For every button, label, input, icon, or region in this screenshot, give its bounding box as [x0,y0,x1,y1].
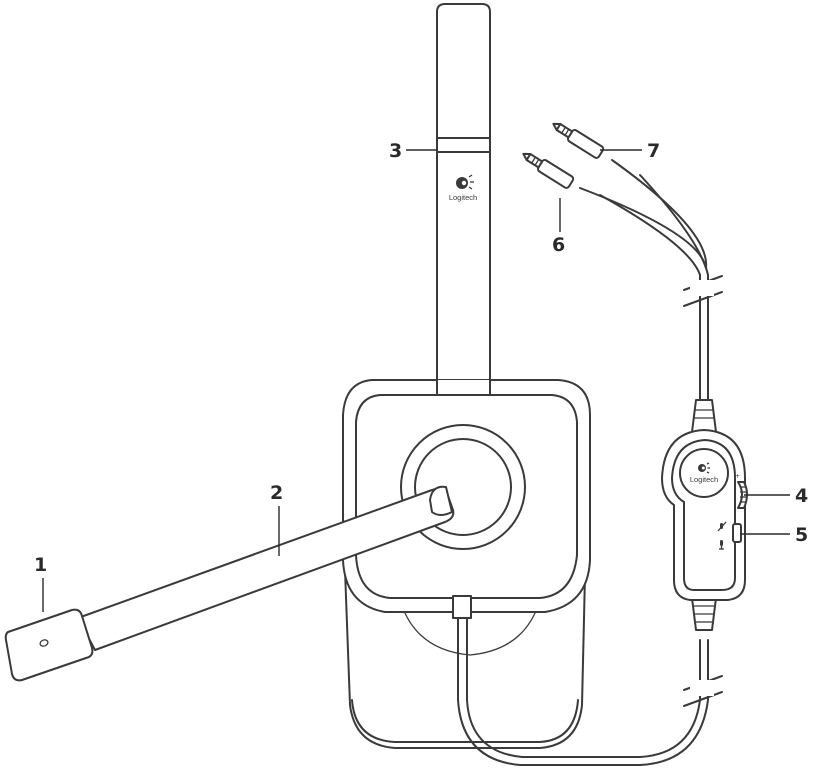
audio-plug-icon [520,118,604,189]
headband-slider[interactable] [437,138,490,152]
callout-7: 7 [647,140,660,162]
callout-2: 2 [270,482,283,504]
headband: Logitech [437,4,490,395]
svg-text:+: + [735,473,740,480]
callout-5: 5 [795,524,808,546]
headband-logo-text: Logitech [449,193,477,202]
callout-3: 3 [389,140,402,162]
mic-mute-switch[interactable] [733,524,741,542]
microphone-tip [6,610,93,681]
callout-4: 4 [795,485,808,507]
inline-controller: Logitech + [662,430,747,600]
controller-logo-text: Logitech [690,475,718,484]
callout-1: 1 [34,554,47,576]
callout-6: 6 [552,234,565,256]
